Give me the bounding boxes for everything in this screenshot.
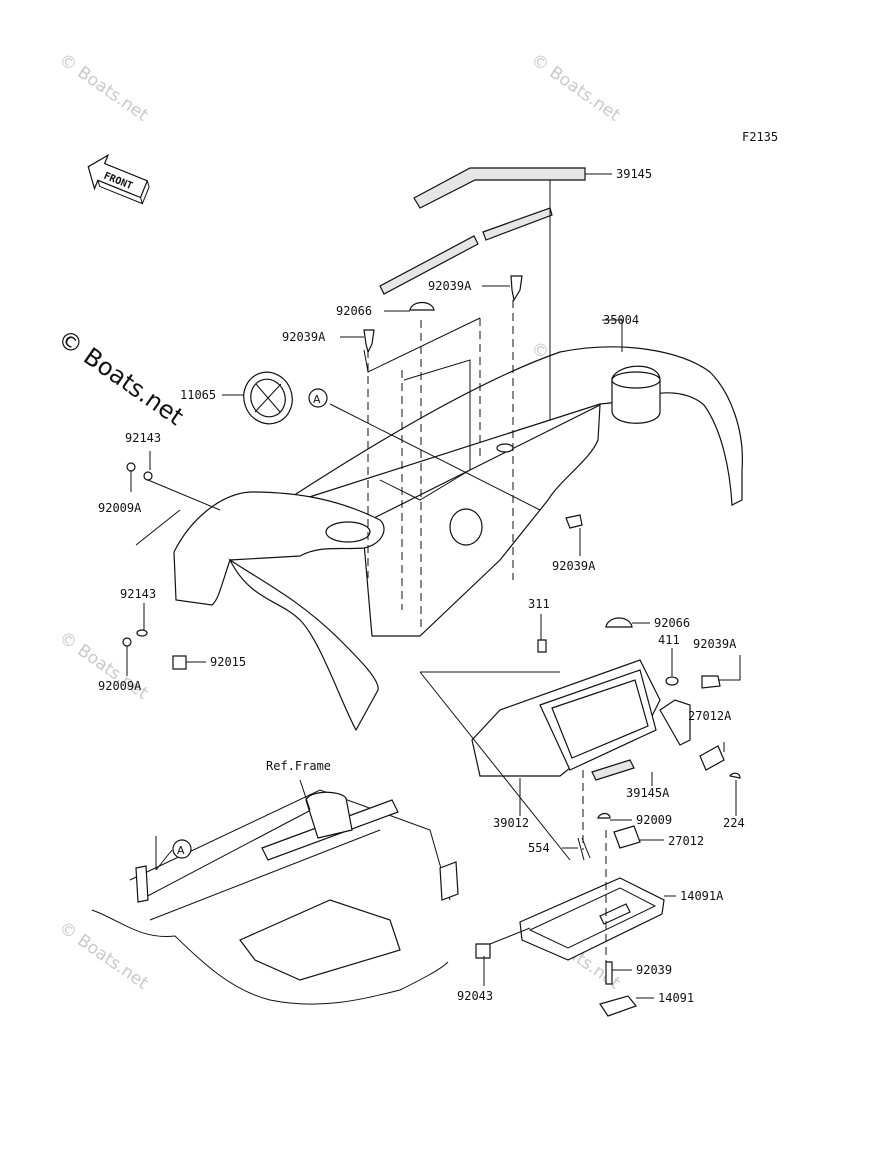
ref-marker-label: A <box>177 844 185 857</box>
part-label: 92039A <box>282 330 326 344</box>
leader-lines-lower <box>483 614 741 999</box>
watermark: © Boats.net <box>55 918 152 994</box>
assembly-dashes-upper <box>367 300 514 630</box>
part-35004-rear-fender <box>295 346 743 637</box>
part-label: 92066 <box>654 616 690 630</box>
part-label: 311 <box>528 597 550 611</box>
ref-frame-label: Ref.Frame <box>266 759 331 773</box>
part-label: 27012 <box>668 834 704 848</box>
part-label: 39145 <box>616 167 652 181</box>
watermark: © Boats.net <box>55 50 152 126</box>
part-label: 14091 <box>658 991 694 1005</box>
part-label: 92039A <box>693 637 737 651</box>
part-front-fender <box>173 491 385 732</box>
part-39145-seal <box>379 167 586 295</box>
part-39012-box <box>419 659 661 861</box>
part-label: 411 <box>658 633 680 647</box>
part-14091A-lid <box>519 877 665 961</box>
part-label: 27012A <box>688 709 732 723</box>
part-label: 39145A <box>626 786 670 800</box>
part-39145A-seal <box>591 699 741 781</box>
part-label: 92066 <box>336 304 372 318</box>
part-label: 92009A <box>98 501 142 515</box>
part-label: 35004 <box>603 313 639 327</box>
front-arrow-icon: FRONT <box>87 153 150 205</box>
part-label: 14091A <box>680 889 724 903</box>
part-label: 224 <box>723 816 745 830</box>
leader-lines-upper <box>126 173 623 676</box>
ref-frame-drawing <box>91 779 459 1005</box>
part-11065-cap <box>243 371 293 425</box>
part-label: 92009 <box>636 813 672 827</box>
figure-code: F2135 <box>742 130 778 144</box>
fasteners-lower <box>475 617 721 1017</box>
ref-marker-label: A <box>313 393 321 406</box>
part-label: 11065 <box>180 388 216 402</box>
part-label: 92039A <box>552 559 596 573</box>
ref-marker-lower: A <box>172 839 192 859</box>
fasteners-upper <box>122 275 583 670</box>
part-label: 92009A <box>98 679 142 693</box>
part-label: 92143 <box>120 587 156 601</box>
part-labels: 39145 92039A 92066 35004 92039A 11065 92… <box>98 167 745 1005</box>
part-label: 92143 <box>125 431 161 445</box>
part-label: 92043 <box>457 989 493 1003</box>
part-label: 554 <box>528 841 550 855</box>
part-label: 92015 <box>210 655 246 669</box>
watermark-large: © Boats.net <box>53 324 189 431</box>
ref-marker-upper: A <box>308 388 328 408</box>
watermark: © Boats.net <box>527 50 624 126</box>
part-label: 92039 <box>636 963 672 977</box>
part-label: 39012 <box>493 816 529 830</box>
part-label: 92039A <box>428 279 472 293</box>
